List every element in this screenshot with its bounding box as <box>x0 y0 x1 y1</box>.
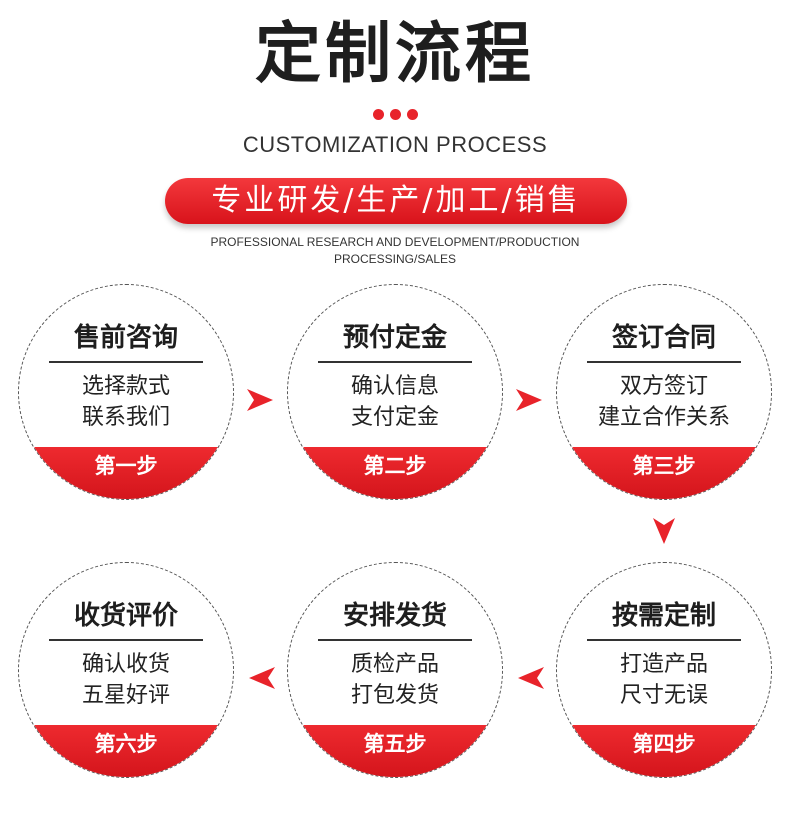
banner-english-caption: PROFESSIONAL RESEARCH AND DEVELOPMENT/PR… <box>0 234 790 268</box>
step-description: 确认信息 支付定金 <box>288 371 502 433</box>
step-label: 第一步 <box>19 447 233 499</box>
step-title: 售前咨询 <box>73 323 178 353</box>
arrow-right-icon <box>516 389 542 411</box>
step-desc-line-2: 尺寸无误 <box>619 683 708 708</box>
service-banner: 专业研发/生产/加工/销售 <box>165 178 627 224</box>
step-description: 质检产品 打包发货 <box>288 649 502 711</box>
step-title: 按需定制 <box>611 601 716 631</box>
banner-english-line-1: PROFESSIONAL RESEARCH AND DEVELOPMENT/PR… <box>210 235 580 249</box>
step-1-presale-consult: 售前咨询 选择款式 联系我们 第一步 <box>18 284 234 500</box>
step-description: 双方签订 建立合作关系 <box>557 371 771 433</box>
step-divider <box>587 361 741 363</box>
step-desc-line-1: 确认收货 <box>81 652 170 677</box>
step-desc-line-1: 质检产品 <box>350 652 439 677</box>
step-label: 第四步 <box>557 725 771 777</box>
arrow-left-icon <box>249 667 275 689</box>
step-label: 第六步 <box>19 725 233 777</box>
step-divider <box>587 639 741 641</box>
arrow-left-icon <box>518 667 544 689</box>
arrow-down-icon <box>653 518 675 544</box>
step-4-custom-production: 按需定制 打造产品 尺寸无误 第四步 <box>556 562 772 778</box>
step-label: 第五步 <box>288 725 502 777</box>
arrow-right-icon <box>247 389 273 411</box>
step-title: 签订合同 <box>611 323 716 353</box>
step-title: 收货评价 <box>73 601 178 631</box>
step-label: 第二步 <box>288 447 502 499</box>
page-title: 定制流程 <box>255 15 535 92</box>
step-desc-line-2: 打包发货 <box>350 683 439 708</box>
step-divider <box>49 361 203 363</box>
step-desc-line-2: 联系我们 <box>81 405 170 430</box>
page-subtitle: CUSTOMIZATION PROCESS <box>242 132 548 157</box>
step-description: 选择款式 联系我们 <box>19 371 233 433</box>
step-description: 打造产品 尺寸无误 <box>557 649 771 711</box>
step-5-shipping: 安排发货 质检产品 打包发货 第五步 <box>287 562 503 778</box>
step-3-contract: 签订合同 双方签订 建立合作关系 第三步 <box>556 284 772 500</box>
step-divider <box>318 639 472 641</box>
step-description: 确认收货 五星好评 <box>19 649 233 711</box>
step-desc-line-2: 建立合作关系 <box>597 405 730 430</box>
banner-english-line-2: PROCESSING/SALES <box>333 252 457 266</box>
step-desc-line-1: 双方签订 <box>619 374 708 399</box>
title-dots-decoration <box>373 109 418 120</box>
dot <box>390 109 401 120</box>
step-title: 安排发货 <box>342 601 447 631</box>
dot <box>407 109 418 120</box>
step-divider <box>318 361 472 363</box>
step-title: 预付定金 <box>342 323 447 353</box>
step-divider <box>49 639 203 641</box>
step-desc-line-1: 确认信息 <box>350 374 439 399</box>
step-label: 第三步 <box>557 447 771 499</box>
step-desc-line-1: 选择款式 <box>81 374 170 399</box>
step-desc-line-2: 支付定金 <box>350 405 439 430</box>
step-6-review: 收货评价 确认收货 五星好评 第六步 <box>18 562 234 778</box>
step-desc-line-1: 打造产品 <box>619 652 708 677</box>
dot <box>373 109 384 120</box>
step-desc-line-2: 五星好评 <box>81 683 170 708</box>
step-2-deposit: 预付定金 确认信息 支付定金 第二步 <box>287 284 503 500</box>
